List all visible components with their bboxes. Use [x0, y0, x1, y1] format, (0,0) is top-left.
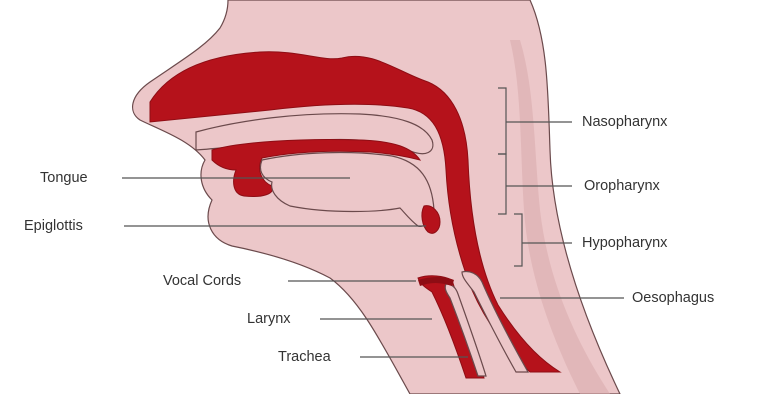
oropharynx-label: Oropharynx	[584, 179, 660, 194]
vocal-cords-label: Vocal Cords	[163, 274, 241, 289]
larynx-label: Larynx	[247, 312, 291, 327]
trachea-label: Trachea	[278, 350, 331, 365]
epiglottis-label: Epiglottis	[24, 219, 83, 234]
oesophagus-label: Oesophagus	[632, 291, 714, 306]
hypopharynx-label: Hypopharynx	[582, 236, 667, 251]
tongue-label: Tongue	[40, 171, 88, 186]
nasopharynx-label: Nasopharynx	[582, 115, 667, 130]
